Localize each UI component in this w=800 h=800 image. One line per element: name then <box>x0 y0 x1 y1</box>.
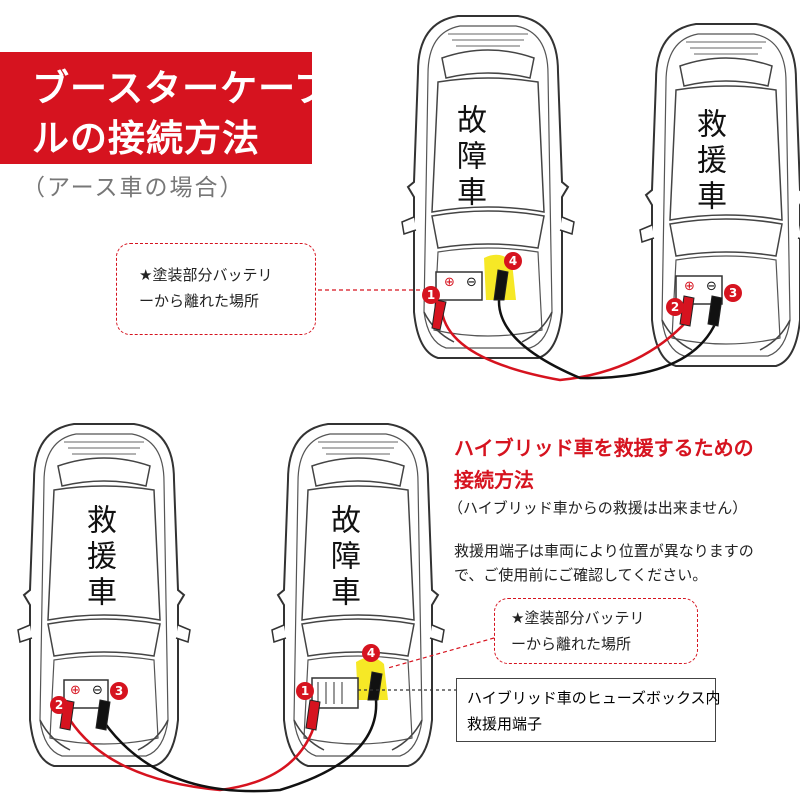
callout-bottom-line-1: ★塗装部分バッテリ <box>511 609 645 627</box>
black-clamp-3-top <box>707 295 723 327</box>
fuse-box-note: ハイブリッド車のヒューズボックス内 救援用端子 <box>456 678 721 742</box>
battery-minus-bottom: ⊖ <box>92 683 103 698</box>
step-badge-2-top: 2 <box>666 298 684 316</box>
step-badge-1-top: 1 <box>422 286 440 304</box>
step-badge-4-top: 4 <box>504 252 522 270</box>
red-clamp-1-bottom <box>305 699 321 731</box>
black-clamp-3-bottom <box>95 699 111 731</box>
hybrid-body-line-1: 救援用端子は車両により位置が異なりますの <box>454 542 754 560</box>
step-badge-3-top: 3 <box>724 284 742 302</box>
fuse-box-note-line-1: ハイブリッド車のヒューズボックス内 <box>467 689 721 707</box>
step-badge-3-bottom: 3 <box>110 682 128 700</box>
fuse-box-note-line-2: 救援用端子 <box>467 715 543 733</box>
subtitle: （アース車の場合） <box>22 175 245 201</box>
step-badge-4-bottom: 4 <box>362 644 380 662</box>
step-badge-1-bottom: 1 <box>296 682 314 700</box>
label-rescue-car-top: 救援車 <box>691 108 726 216</box>
battery-minus-top-rescue: ⊖ <box>706 279 717 294</box>
battery-minus-top-broken: ⊖ <box>466 275 477 290</box>
callout-ground-point-bottom: ★塗装部分バッテリ ーから離れた場所 <box>494 598 698 664</box>
red-clamp-1-top <box>431 299 447 331</box>
hybrid-section-title: ハイブリッド車を救援するための 接続方法 <box>454 432 754 496</box>
label-broken-car-bottom: 故障車 <box>325 504 360 612</box>
black-cable-top <box>497 291 718 380</box>
callout-top-line-2: ーから離れた場所 <box>139 292 260 310</box>
step-badge-2-bottom: 2 <box>50 696 68 714</box>
battery-plus-top-rescue: ⊕ <box>684 279 695 294</box>
fuse-box-terminal <box>311 677 359 709</box>
battery-broken-top <box>435 271 483 301</box>
title-line-2: ルの接続方法 <box>32 117 260 160</box>
callout-top-line-1: ★塗装部分バッテリ <box>139 266 273 284</box>
title-banner: ブースターケーブ ルの接続方法 <box>0 52 331 164</box>
black-clamp-4-top <box>493 269 509 301</box>
hybrid-title-line-1: ハイブリッド車を救援するための <box>454 436 754 460</box>
hybrid-body-line-2: で、ご使用前にご確認してください。 <box>454 566 708 584</box>
red-cable-top <box>440 311 689 382</box>
hybrid-note: （ハイブリッド車からの救援は出来ません） <box>448 499 748 517</box>
callout-connector-bottom <box>387 637 495 669</box>
label-broken-car-top: 故障車 <box>451 104 486 212</box>
battery-plus-top-broken: ⊕ <box>444 275 455 290</box>
battery-plus-bottom: ⊕ <box>70 683 81 698</box>
title-line-1: ブースターケーブ <box>32 67 332 110</box>
callout-ground-point-top: ★塗装部分バッテリ ーから離れた場所 <box>116 243 316 335</box>
black-cable-bottom <box>102 699 378 793</box>
hybrid-title-line-2: 接続方法 <box>454 468 534 492</box>
black-clamp-4-bottom <box>367 671 383 701</box>
label-rescue-car-bottom: 救援車 <box>81 504 116 612</box>
callout-bottom-line-2: ーから離れた場所 <box>511 635 632 653</box>
